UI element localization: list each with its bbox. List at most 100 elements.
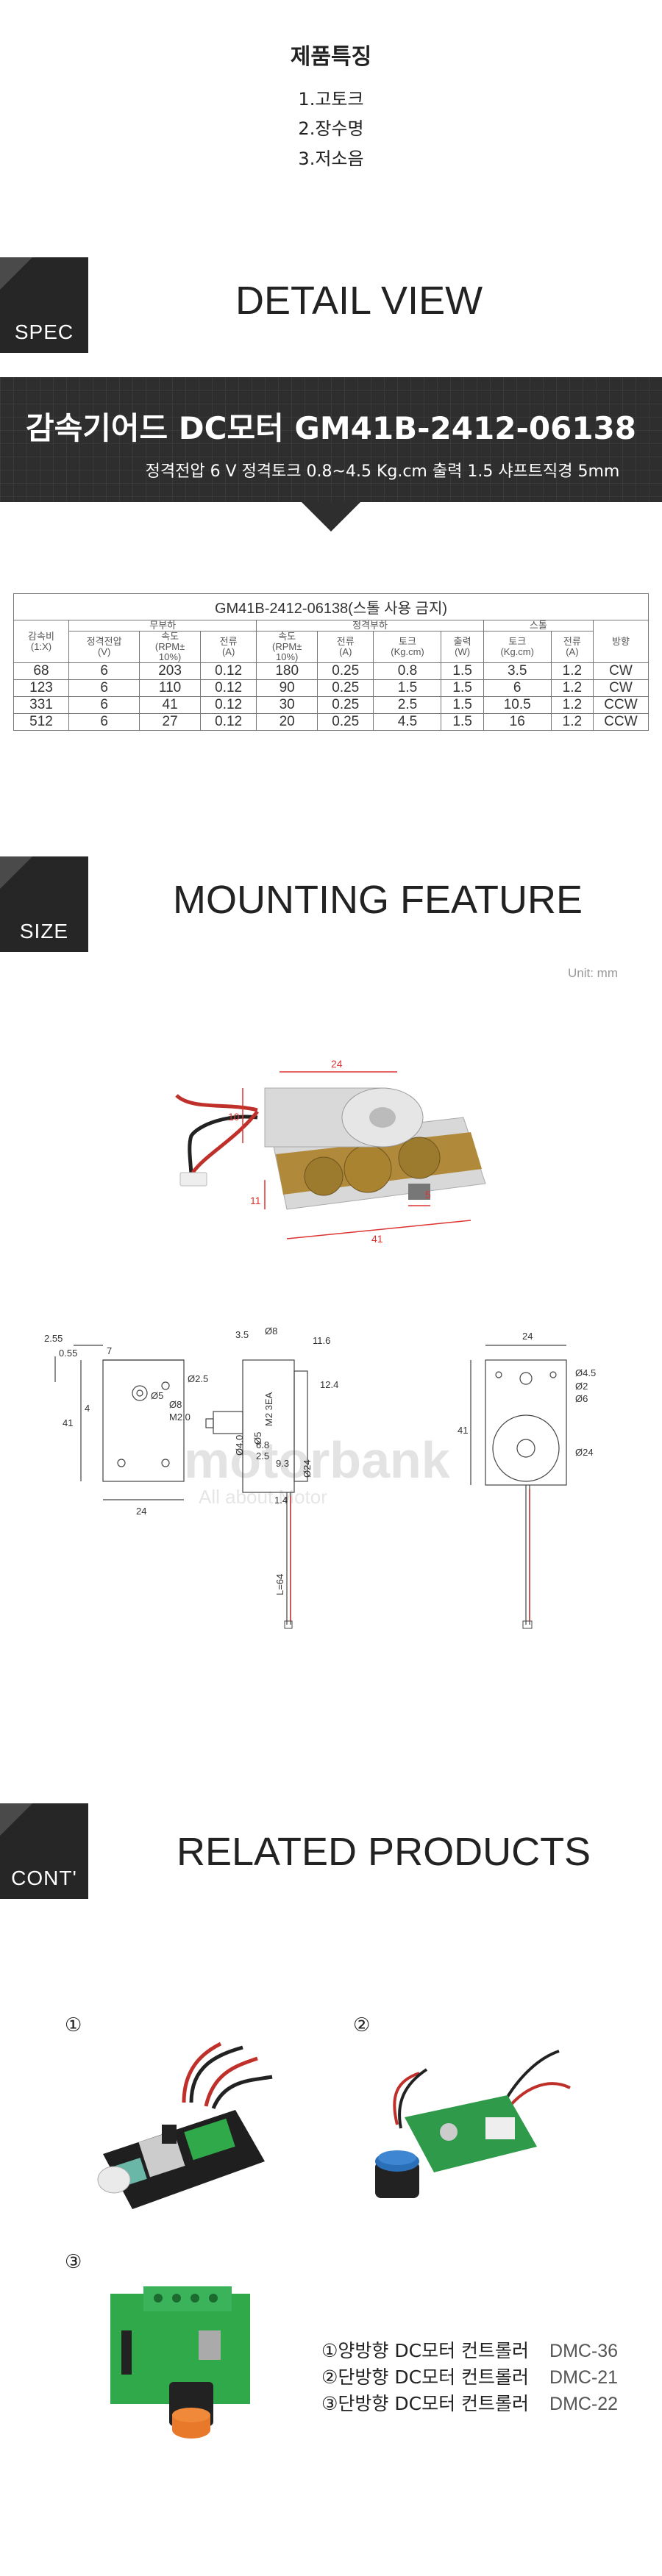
dim-label: Ø2: [575, 1381, 588, 1392]
spec-table: GM41B-2412-06138(스톨 사용 금지) 감속비 (1:X) 무부하…: [13, 593, 649, 731]
product-image-dmc-36[interactable]: [74, 2036, 280, 2220]
table-cell: 0.12: [199, 696, 257, 714]
table-cell: 1.5: [441, 662, 484, 680]
technical-drawing: motorbank All about Motor 2.55 0.55 7 Ø2…: [44, 1325, 596, 1629]
table-cell: 4.5: [373, 713, 442, 731]
table-cell: 6: [68, 696, 140, 714]
table-cell: 1.2: [550, 713, 594, 731]
table-cell: 0.12: [199, 713, 257, 731]
dim-label: 24: [136, 1506, 146, 1517]
spec-badge: SPEC: [0, 257, 88, 353]
product-title: 감속기어드 DC모터 GM41B-2412-06138: [25, 410, 636, 446]
list-item[interactable]: ③단방향 DC모터 컨트롤러 DMC-22: [321, 2391, 618, 2417]
feature-item: 1.고토크: [298, 89, 364, 110]
product-name[interactable]: ③단방향 DC모터 컨트롤러: [321, 2393, 530, 2414]
product-image-dmc-22[interactable]: [96, 2272, 265, 2455]
table-cell: 512: [13, 713, 69, 731]
sub-header: 전류 (A): [316, 631, 374, 663]
sub-header: 토크 (Kg.cm): [373, 631, 442, 663]
table-cell: 1.5: [441, 679, 484, 697]
arrow-down-icon: [302, 502, 360, 532]
table-cell: 0.12: [199, 662, 257, 680]
product-banner: 감속기어드 DC모터 GM41B-2412-06138 정격전압 6 V 정격토…: [0, 377, 662, 502]
table-cell: 0.25: [316, 696, 374, 714]
product-code: DMC-22: [549, 2394, 619, 2414]
sub-header: 전류 (A): [550, 631, 594, 663]
dim-label: 7: [107, 1345, 112, 1356]
list-item[interactable]: ①양방향 DC모터 컨트롤러 DMC-36: [321, 2338, 618, 2364]
table-cell: 0.8: [373, 662, 442, 680]
product-name[interactable]: ②단방향 DC모터 컨트롤러: [321, 2366, 530, 2388]
dim-label: 24: [522, 1331, 533, 1342]
table-cell: 6: [68, 713, 140, 731]
table-cell: 180: [256, 662, 318, 680]
dim-label: 1.4: [274, 1495, 288, 1506]
feature-item: 2.장수명: [298, 118, 364, 139]
header-direction: 방향: [593, 620, 649, 663]
table-cell: 30: [256, 696, 318, 714]
dim-label: 2.5: [256, 1450, 269, 1461]
table-cell: CCW: [593, 713, 649, 731]
product-name[interactable]: ①양방향 DC모터 컨트롤러: [321, 2340, 530, 2361]
badge-label: SIZE: [19, 920, 69, 942]
table-cell: 90: [256, 679, 318, 697]
sub-header: 정격전압 (V): [68, 631, 140, 663]
product-code: DMC-36: [549, 2341, 619, 2361]
dim-label: 24: [331, 1058, 343, 1070]
table-cell: 1.2: [550, 662, 594, 680]
dim-label: 11.6: [313, 1335, 330, 1346]
sub-header: 토크 (Kg.cm): [483, 631, 552, 663]
dim-label: 5: [425, 1189, 431, 1201]
table-cell: 10.5: [483, 696, 552, 714]
table-cell: 1.5: [373, 679, 442, 697]
table-cell: 0.25: [316, 713, 374, 731]
table-cell: 16: [483, 713, 552, 731]
corner-icon: [0, 856, 32, 889]
watermark: motorbank: [184, 1431, 450, 1489]
section-title: RELATED PRODUCTS: [177, 1830, 591, 1874]
section-title: DETAIL VIEW: [235, 279, 483, 323]
table-cell: 0.25: [316, 662, 374, 680]
badge-label: CONT': [11, 1867, 77, 1889]
dim-label: 6.8: [256, 1439, 269, 1450]
dim-label: 0.55: [59, 1348, 77, 1359]
table-cell: 6: [68, 662, 140, 680]
badge-label: SPEC: [14, 321, 74, 343]
dim-label: Ø8: [169, 1399, 182, 1410]
table-cell: 331: [13, 696, 69, 714]
dim-label: Ø5: [151, 1390, 163, 1401]
header-no-load: 무부하: [68, 620, 257, 632]
table-cell: 123: [13, 679, 69, 697]
dim-label: 10: [228, 1111, 240, 1123]
dim-label: Ø8: [265, 1325, 277, 1337]
cont-badge: CONT': [0, 1803, 88, 1899]
dim-label: Ø4.0: [234, 1435, 245, 1456]
feature-item: 3.저소음: [298, 149, 364, 169]
table-cell: 2.5: [373, 696, 442, 714]
table-cell: 6: [68, 679, 140, 697]
dim-label: 11: [250, 1195, 261, 1206]
dim-label: 4: [85, 1403, 90, 1414]
table-cell: 3.5: [483, 662, 552, 680]
table-cell: 1.2: [550, 696, 594, 714]
size-badge: SIZE: [0, 856, 88, 952]
table-cell: 6: [483, 679, 552, 697]
header-stall: 스톨: [483, 620, 594, 632]
dim-label: Ø2.5: [188, 1373, 208, 1384]
product-image-dmc-21[interactable]: [353, 2036, 574, 2220]
table-cell: CW: [593, 679, 649, 697]
table-cell: 41: [139, 696, 201, 714]
section-title: MOUNTING FEATURE: [173, 878, 583, 922]
table-cell: 1.5: [441, 696, 484, 714]
dim-label: Ø24: [302, 1459, 313, 1478]
table-cell: 1.5: [441, 713, 484, 731]
corner-icon: [0, 257, 32, 290]
table-cell: 68: [13, 662, 69, 680]
table-cell: 110: [139, 679, 201, 697]
